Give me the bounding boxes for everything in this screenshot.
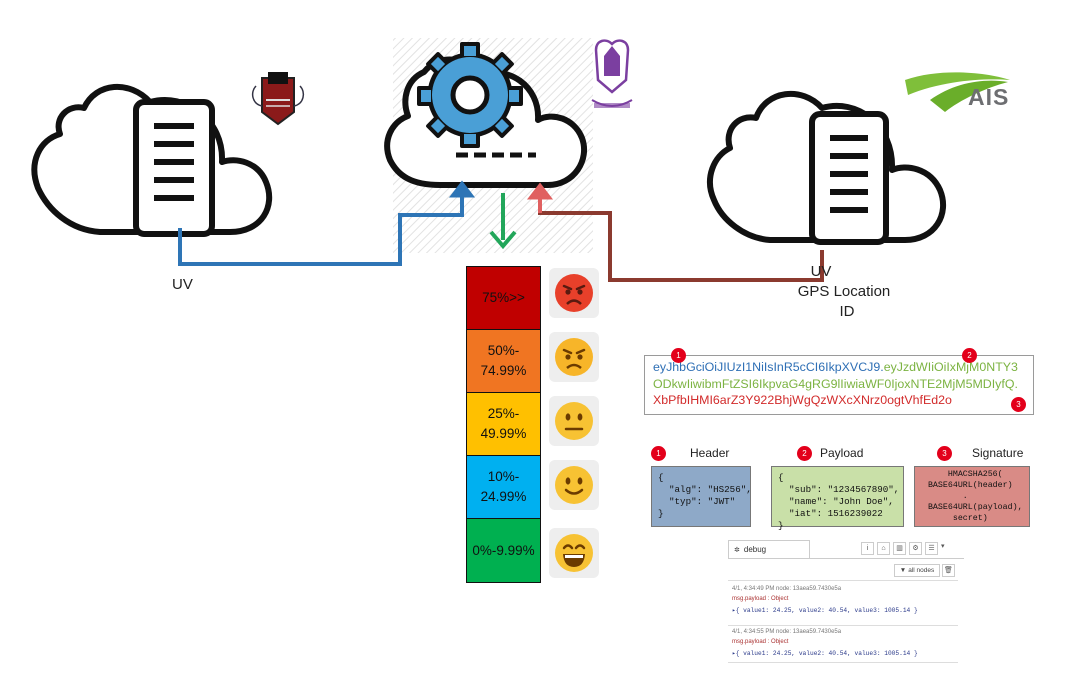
payload-title: Payload (820, 446, 864, 460)
jwt-payload-part: eyJzdWIiOiIxMjM0NTY3ODkwIiwibmFtZSI6Ikpv… (653, 360, 1018, 391)
debug-message-meta: 4/1, 4:34:49 PM node: 13aea59.7430e5a (732, 586, 842, 592)
jwt-token-box: eyJhbGciOiJIUzI1NiIsInR5cCI6IkpXVCJ9.eyJ… (644, 355, 1034, 415)
right-uv-label: UV (810, 263, 832, 280)
signature-formula-box: HMACSHA256( BASE64URL(header) . BASE64UR… (914, 466, 1030, 527)
uv-level-0-10: 0%-9.99% (467, 519, 540, 582)
signature-marker: 3 (937, 446, 952, 461)
uv-level-label: 25%- 49.99% (480, 406, 527, 441)
info-icon[interactable]: i (861, 542, 874, 555)
chart-icon[interactable]: ▥ (893, 542, 906, 555)
debug-message-payload[interactable]: ▸{ value1: 24.25, value2: 40.54, value3:… (732, 650, 918, 657)
debug-tab[interactable]: ✲ debug (728, 540, 810, 558)
left-cloud-link (178, 192, 464, 266)
left-uv-label: UV (172, 276, 193, 293)
payload-marker: 2 (797, 446, 812, 461)
signature-title: Signature (972, 446, 1024, 460)
jwt-header-part: eyJhbGciOiJIUzI1NiIsInR5cCI6IkpXVCJ9. (653, 360, 884, 374)
left-cloud-server-icon (31, 84, 273, 237)
debug-message-topic: msg.payload : Object (732, 639, 789, 645)
debug-message-meta: 4/1, 4:34:55 PM node: 13aea59.7430e5a (732, 629, 842, 635)
debug-panel: ✲ debug i ⌂ ▥ ⚙ ☰ ▾ ▼all nodes 🗑 4/1, 4:… (728, 540, 964, 664)
trash-icon[interactable]: 🗑 (942, 564, 955, 577)
uv-level-scale: 75%>> 50%- 74.99% 25%- 49.99% 10%- 24.99… (466, 266, 541, 583)
uv-level-label: 75%>> (482, 290, 525, 306)
ais-logo (905, 72, 1010, 112)
header-title: Header (690, 446, 730, 460)
debug-message: 4/1, 4:34:55 PM node: 13aea59.7430e5a ms… (732, 629, 918, 657)
filter-button[interactable]: ▼all nodes (894, 564, 940, 577)
uv-level-label: 10%- 24.99% (480, 469, 527, 504)
uv-level-25-50: 25%- 49.99% (467, 393, 540, 456)
filter-label: all nodes (908, 567, 935, 574)
right-cloud-server-icon (707, 90, 947, 245)
header-marker: 1 (651, 446, 666, 461)
debug-message-topic: msg.payload : Object (732, 596, 789, 602)
chevron-down-icon[interactable]: ▾ (941, 543, 945, 550)
marker-2: 2 (962, 348, 977, 363)
neutral-face-icon (549, 396, 599, 446)
gear-icon[interactable]: ⚙ (909, 542, 922, 555)
angry-face-icon (549, 332, 599, 382)
right-cloud-labels: UV GPS Location ID (798, 262, 892, 322)
uv-level-label: 0%-9.99% (472, 542, 535, 558)
slightly-smiling-face-icon (549, 460, 599, 510)
grinning-face-icon (549, 528, 599, 578)
uv-level-10-25: 10%- 24.99% (467, 456, 540, 519)
debug-toolbar: i ⌂ ▥ ⚙ ☰ ▾ (861, 542, 945, 555)
up-arrow-right (526, 182, 554, 200)
payload-json-box: { "sub": "1234567890", "name": "John Doe… (771, 466, 904, 531)
uv-level-75-plus: 75%>> (467, 267, 540, 330)
database-icon[interactable]: ☰ (925, 542, 938, 555)
debug-tab-label: debug (743, 545, 767, 554)
uv-level-label: 50%- 74.99% (480, 343, 527, 378)
marker-1: 1 (671, 348, 686, 363)
gps-location-label: GPS Location (797, 283, 891, 300)
bug-icon: ✲ (734, 546, 740, 554)
university-seal-logo (591, 39, 633, 108)
up-arrow-left (448, 180, 476, 198)
debug-message: 4/1, 4:34:49 PM node: 13aea59.7430e5a ms… (732, 586, 918, 614)
filter-icon: ▼ (899, 567, 907, 574)
uv-level-50-75: 50%- 74.99% (467, 330, 540, 393)
left-team-badge-logo (251, 72, 305, 126)
ais-logo-text: AIS (968, 84, 1010, 110)
down-arrow-head (489, 230, 517, 250)
jwt-signature-part: XbPfbIHMI6arZ3Y922BhjWgQzWXcXNrz0ogtVhfE… (653, 393, 952, 407)
header-json-box: { "alg": "HS256", "typ": "JWT" } (651, 466, 752, 527)
center-cloud-gear-icon (384, 42, 587, 188)
id-label: ID (839, 303, 855, 320)
angry-red-face-icon (549, 268, 599, 318)
marker-3: 3 (1011, 397, 1026, 412)
debug-message-payload[interactable]: ▸{ value1: 24.25, value2: 40.54, value3:… (732, 607, 918, 614)
bug-icon[interactable]: ⌂ (877, 542, 890, 555)
